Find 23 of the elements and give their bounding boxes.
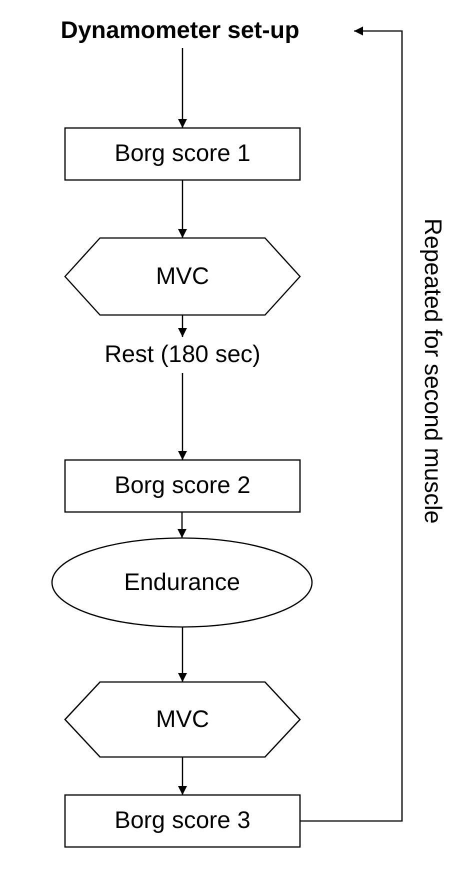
ellipse-node [52,538,312,627]
node-label: Rest (180 sec) [104,341,261,369]
node-label: Endurance [124,568,240,596]
arrow [178,512,186,538]
node-label: MVC [156,706,210,734]
arrow [178,757,187,795]
process-box [65,460,300,512]
arrow [178,373,187,460]
title-text: Dynamometer set-up [60,17,300,45]
hexagon-box [65,238,300,315]
node-label: MVC [156,262,210,290]
arrow [178,180,187,238]
arrow [178,315,187,337]
arrow [300,26,403,822]
arrow [178,627,187,682]
process-box [65,795,300,847]
node-label: Borg score 1 [114,140,251,168]
process-box [65,128,300,180]
hexagon-box [65,682,300,757]
node-label: Borg score 2 [114,472,251,500]
arrow [178,48,187,128]
node-label: Borg score 3 [114,807,251,835]
edge-label: Repeated for second muscle [418,218,446,524]
